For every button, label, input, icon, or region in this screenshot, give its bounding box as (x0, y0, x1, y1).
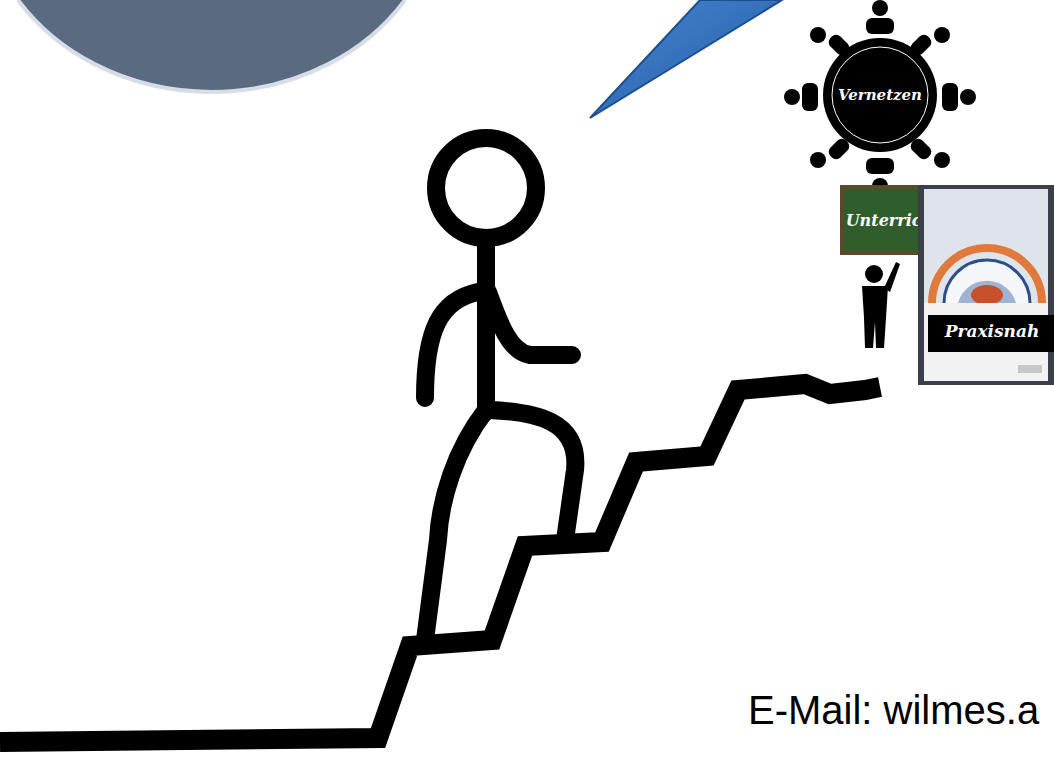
node-shape (918, 185, 1054, 385)
teacher-figure (862, 262, 900, 348)
portrait-circle (18, 0, 405, 92)
stick-figure (425, 138, 575, 640)
email-text: E-Mail: wilmes.a (748, 688, 1039, 733)
speech-tail (590, 0, 782, 118)
node-text: Praxisnah (945, 321, 1040, 341)
photo-card: Praxisnah (918, 185, 1054, 385)
node-text: Vernetzen (838, 86, 922, 104)
people-icons (784, 0, 976, 194)
table-circle: Vernetzen (822, 37, 938, 153)
